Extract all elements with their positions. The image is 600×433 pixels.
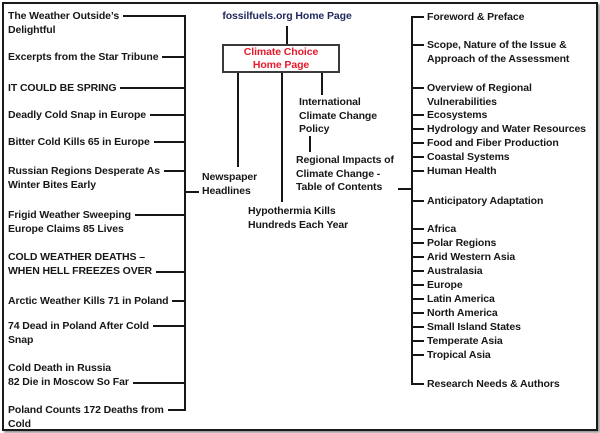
headline-text: Russian Regions Desperate As Winter Bite… <box>8 165 161 191</box>
home-page-box: Climate Choice Home Page <box>222 44 340 73</box>
headline-connector-line <box>172 300 186 302</box>
headline-connector-line <box>164 170 186 172</box>
headline-item: Frigid Weather Sweeping Europe Claims 85… <box>8 208 186 236</box>
headline-text: Deadly Cold Snap in Europe <box>8 109 147 121</box>
toc-item: Ecosystems <box>427 109 488 121</box>
toc-item: Research Needs & Authors <box>427 378 560 390</box>
headline-item: Deadly Cold Snap in Europe <box>8 108 186 122</box>
headline-item: Russian Regions Desperate As Winter Bite… <box>8 164 186 192</box>
newspaper-branch: Newspaper Headlines <box>185 170 257 198</box>
headline-text: Cold Death in Russia 82 Die in Moscow So… <box>8 362 129 388</box>
toc-item: Arid Western Asia <box>427 251 516 263</box>
toc-item: Europe <box>427 279 463 291</box>
headline-item: Arctic Weather Kills 71 in Poland <box>8 294 186 308</box>
headline-text: Poland Counts 172 Deaths from Cold <box>8 404 164 430</box>
toc-item: Polar Regions <box>427 237 497 249</box>
toc-item: Anticipatory Adaptation <box>427 195 544 207</box>
toc-item: Tropical Asia <box>427 349 491 361</box>
newspaper-connector-line <box>185 191 199 193</box>
headline-text: IT COULD BE SPRING <box>8 82 117 94</box>
headline-connector-line <box>134 214 186 216</box>
toc-item: Foreword & Preface <box>427 11 525 23</box>
headline-item: Cold Death in Russia 82 Die in Moscow So… <box>8 361 186 389</box>
toc-item: North America <box>427 307 498 319</box>
toc-item: Latin America <box>427 293 495 305</box>
headline-connector-line <box>167 409 186 411</box>
headline-item: Bitter Cold Kills 65 in Europe <box>8 135 186 149</box>
toc-item: Hydrology and Water Resources <box>427 123 586 135</box>
toc-item: Human Health <box>427 165 497 177</box>
headline-connector-line <box>150 114 186 116</box>
home-page-box-label: Climate Choice Home Page <box>243 46 319 71</box>
headline-connector-line <box>120 87 186 89</box>
hypothermia-branch-label: Hypothermia Kills Hundreds Each Year <box>248 205 349 231</box>
toc-item: Small Island States <box>427 321 521 333</box>
headline-item: The Weather Outside’s Delightful <box>8 9 186 37</box>
headline-connector-line <box>162 56 186 58</box>
headline-text: 74 Dead in Poland After Cold Snap <box>8 320 149 346</box>
policy-branch-label: International Climate Change Policy <box>299 96 377 135</box>
toc-branch-label: Regional Impacts of Climate Change - Tab… <box>296 154 394 193</box>
headline-text: Excerpts from the Star Tribune <box>8 51 159 63</box>
toc-item: Food and Fiber Production <box>427 137 559 149</box>
toc-item: Australasia <box>427 265 483 277</box>
headline-text: COLD WEATHER DEATHS – WHEN HELL FREEZES … <box>8 251 153 277</box>
headline-text: Arctic Weather Kills 71 in Poland <box>8 295 169 307</box>
toc-item: Coastal Systems <box>427 151 510 163</box>
toc-connector-line <box>397 187 413 190</box>
toc-item: Africa <box>427 223 457 235</box>
toc-item: Scope, Nature of the Issue & Approach of… <box>427 39 570 65</box>
headline-text: Bitter Cold Kills 65 in Europe <box>8 136 150 148</box>
toc-item: Temperate Asia <box>427 335 503 347</box>
headline-item: COLD WEATHER DEATHS – WHEN HELL FREEZES … <box>8 250 186 278</box>
headline-item: IT COULD BE SPRING <box>8 81 186 95</box>
headline-connector-line <box>123 15 186 17</box>
headline-text: Frigid Weather Sweeping Europe Claims 85… <box>8 209 131 235</box>
headline-connector-line <box>132 382 186 384</box>
headline-connector-line <box>153 141 186 143</box>
newspaper-branch-label: Newspaper Headlines <box>202 171 258 197</box>
headline-item: Excerpts from the Star Tribune <box>8 50 186 64</box>
headline-connector-line <box>152 325 186 327</box>
headline-connector-line <box>156 271 186 273</box>
toc-item: Overview of Regional Vulnerabilities <box>427 82 532 108</box>
headline-item: Poland Counts 172 Deaths from Cold <box>8 403 186 431</box>
toc-branch: Regional Impacts of Climate Change - Tab… <box>296 154 413 195</box>
headline-text: The Weather Outside’s Delightful <box>8 10 120 36</box>
headline-item: 74 Dead in Poland After Cold Snap <box>8 319 186 347</box>
root-site-label: fossilfuels.org Home Page <box>222 10 352 22</box>
